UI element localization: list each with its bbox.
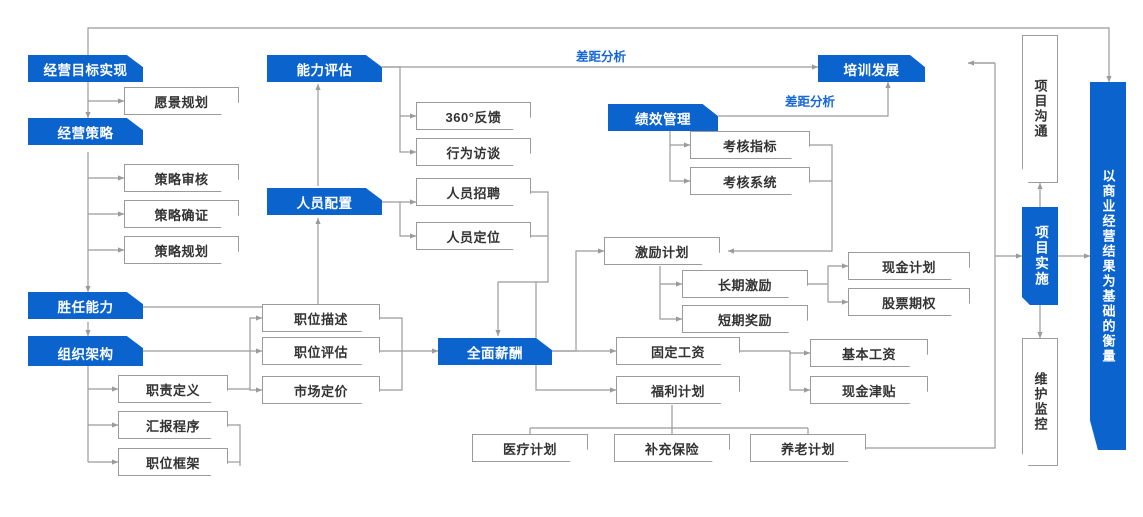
node-fixed-salary[interactable]: 固定工资	[616, 337, 740, 365]
node-business-goal[interactable]: 经营目标实现	[28, 55, 143, 82]
node-short-term-bonus[interactable]: 短期奖励	[682, 305, 808, 333]
node-assess-system[interactable]: 考核系统	[690, 167, 810, 195]
node-assess-index[interactable]: 考核指标	[690, 131, 810, 159]
node-recruitment[interactable]: 人员招聘	[416, 178, 531, 206]
edge-label-gap-analysis-mid: 差距分析	[781, 91, 840, 110]
node-capability-assess[interactable]: 能力评估	[267, 55, 382, 82]
node-strategy-validate[interactable]: 策略确证	[124, 200, 239, 228]
node-position-framework[interactable]: 职位框架	[118, 448, 228, 476]
node-market-pricing[interactable]: 市场定价	[262, 376, 380, 404]
node-pension-plan[interactable]: 养老计划	[750, 434, 866, 462]
node-total-rewards[interactable]: 全面薪酬	[438, 338, 552, 365]
node-reporting-process[interactable]: 汇报程序	[118, 411, 228, 439]
node-vision-plan[interactable]: 愿景规划	[124, 87, 239, 115]
node-org-structure[interactable]: 组织架构	[28, 339, 143, 366]
node-competency[interactable]: 胜任能力	[28, 292, 143, 319]
node-strategy-review[interactable]: 策略审核	[124, 164, 239, 192]
node-project-communication[interactable]: 项目沟通	[1022, 35, 1058, 183]
node-stock-option[interactable]: 股票期权	[848, 288, 970, 316]
node-project-implementation[interactable]: 项目实施	[1022, 207, 1058, 305]
node-duty-definition[interactable]: 职责定义	[118, 375, 228, 403]
node-supplement-insurance[interactable]: 补充保险	[614, 434, 730, 462]
node-behavior-interview[interactable]: 行为访谈	[416, 138, 531, 166]
node-positioning[interactable]: 人员定位	[416, 222, 531, 250]
node-job-description[interactable]: 职位描述	[262, 304, 380, 332]
node-long-term-incentive[interactable]: 长期激励	[682, 270, 808, 298]
node-job-evaluation[interactable]: 职位评估	[262, 337, 380, 365]
node-performance-mgmt[interactable]: 绩效管理	[608, 104, 718, 131]
node-business-strategy[interactable]: 经营策略	[28, 118, 143, 145]
node-staffing[interactable]: 人员配置	[267, 188, 382, 215]
node-training-dev[interactable]: 培训发展	[818, 55, 925, 82]
node-medical-plan[interactable]: 医疗计划	[472, 434, 588, 462]
node-cash-plan[interactable]: 现金计划	[848, 252, 970, 280]
node-cash-allowance[interactable]: 现金津贴	[810, 376, 928, 404]
node-incentive-plan[interactable]: 激励计划	[604, 237, 720, 265]
edge-label-gap-analysis-top: 差距分析	[572, 46, 631, 65]
node-360-feedback[interactable]: 360°反馈	[416, 102, 531, 130]
node-strategy-plan[interactable]: 策略规划	[124, 236, 239, 264]
node-maintenance-monitor[interactable]: 维护监控	[1022, 338, 1058, 466]
node-welfare-plan[interactable]: 福利计划	[616, 376, 740, 404]
node-base-salary[interactable]: 基本工资	[810, 339, 928, 367]
node-business-outcome[interactable]: 以商业经营结果为基础的衡量	[1090, 82, 1126, 450]
